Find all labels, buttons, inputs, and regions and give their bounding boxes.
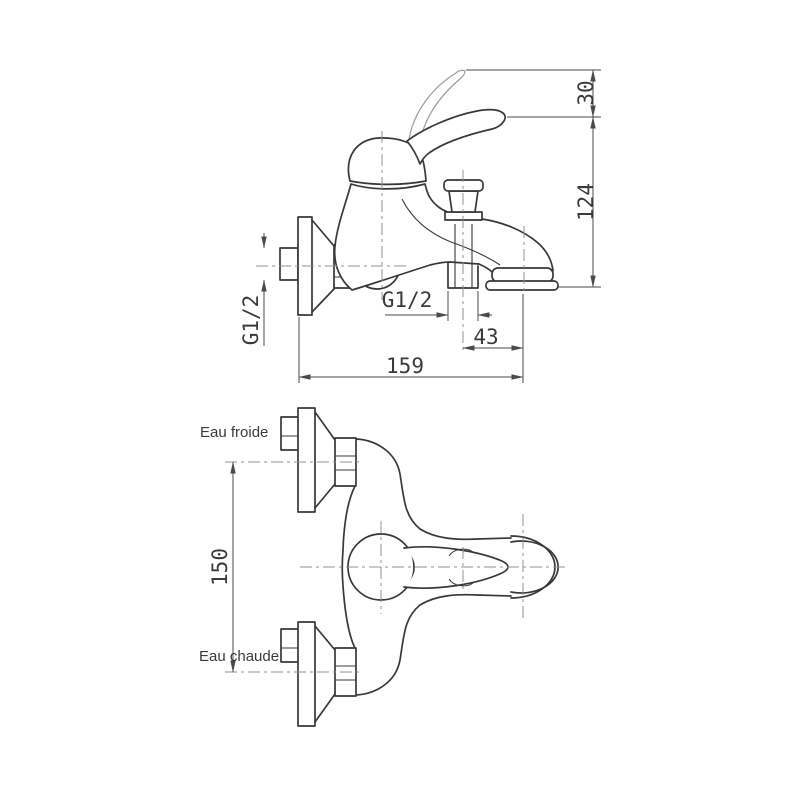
plan-view-dimensions: 150 (208, 461, 236, 673)
escutcheon-cone-side (311, 219, 335, 313)
side-view: 30 124 G1/2 G1/2 43 159 (239, 69, 601, 383)
hot-water-connection (280, 621, 357, 727)
wall-pipe-stub-side (279, 247, 299, 281)
thread-handshower-label: G1/2 (382, 288, 433, 312)
dim-spout-height-label: 124 (574, 183, 598, 221)
plan-view-centerlines (225, 461, 566, 673)
side-view-dimensions: 30 124 G1/2 G1/2 43 159 (239, 69, 601, 383)
faucet-body-plan (341, 438, 512, 696)
spout-outlet-ring (485, 267, 559, 291)
side-view-centerlines (256, 131, 525, 352)
dim-outlet-offset-label: 43 (473, 325, 498, 349)
thread-wall-label: G1/2 (239, 295, 263, 346)
hot-water-label: Eau chaude (199, 648, 279, 665)
dim-inlet-spacing-label: 150 (208, 548, 232, 586)
spout-crease-line (401, 198, 501, 266)
cold-water-label: Eau froide (200, 424, 268, 441)
lever-side (406, 108, 506, 165)
cold-water-connection (280, 407, 357, 513)
dim-total-length-label: 159 (386, 354, 424, 378)
plan-view: 150 Eau froide Eau chaude (199, 407, 566, 727)
dim-handle-rise-label: 30 (574, 80, 598, 105)
